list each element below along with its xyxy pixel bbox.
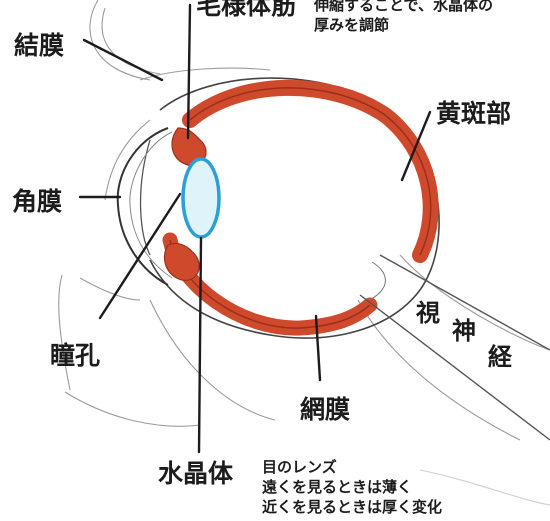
label-ciliary-muscle: 毛様体筋 <box>196 0 296 22</box>
label-optic-nerve-2: 神 <box>450 318 478 345</box>
optic-nerve <box>360 255 550 440</box>
leader-conjunctiva <box>84 40 162 80</box>
retina-band-upper <box>190 88 431 255</box>
label-macula: 黄斑部 <box>436 94 511 130</box>
ciliary-note-line2: 厚みを調節 <box>314 16 389 35</box>
label-optic-nerve-1: 視 <box>414 300 442 327</box>
lens-note-line2: 遠くを見るときは薄く <box>262 478 412 497</box>
optic-disc <box>370 262 385 300</box>
label-retina: 網膜 <box>300 390 350 426</box>
lens-note-line1: 目のレンズ <box>262 458 337 477</box>
label-lens: 水晶体 <box>158 454 233 490</box>
cornea-shape <box>118 128 168 285</box>
leader-lines <box>80 5 430 452</box>
label-optic-nerve-3: 経 <box>486 344 514 371</box>
sclera-outline-lower <box>141 140 150 255</box>
lens-note-line3: 近くを見るときは厚く変化 <box>262 498 442 517</box>
label-conjunctiva: 結膜 <box>14 26 64 62</box>
ciliary-note-line1: 伸縮することで、水晶体の <box>314 0 493 15</box>
label-cornea: 角膜 <box>12 182 62 218</box>
lens-shape <box>183 159 219 237</box>
label-pupil: 瞳孔 <box>50 336 100 372</box>
ciliary-muscle-lower <box>164 243 199 280</box>
